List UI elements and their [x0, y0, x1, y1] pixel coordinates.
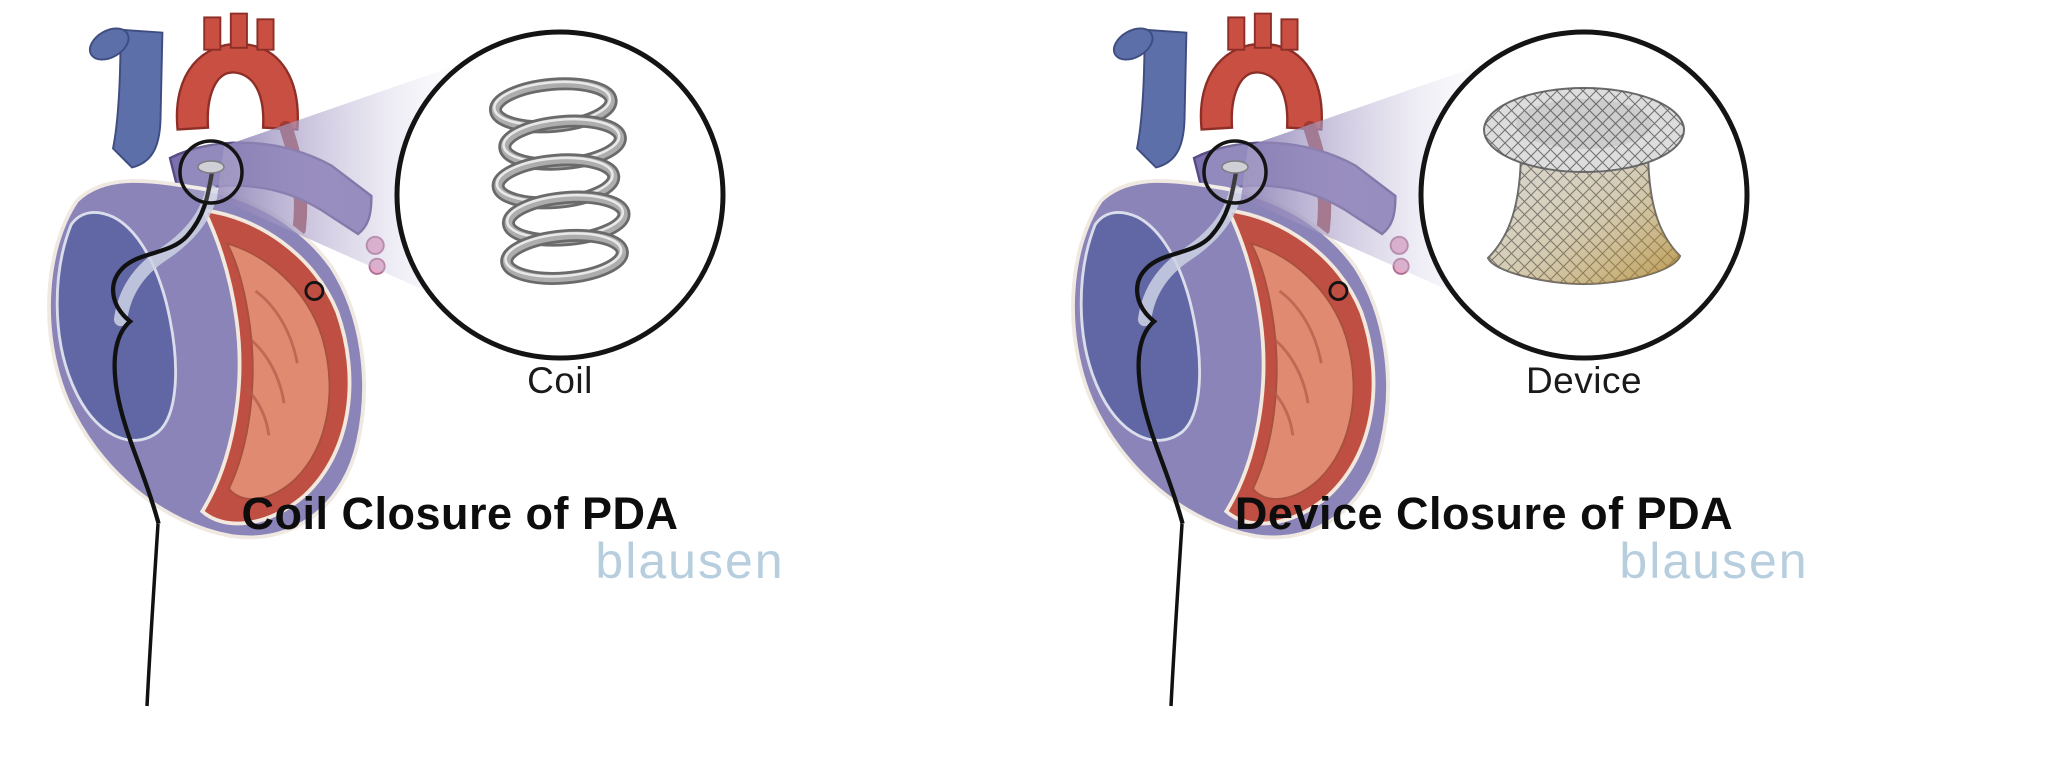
- callout-label-device: Device: [1525, 360, 1643, 401]
- panel-device: Device Device Closure of PDA blausen: [1024, 0, 2048, 776]
- device-panel-illustration: [1024, 0, 1750, 707]
- pda-site-device-glint: [1221, 160, 1249, 174]
- brand-watermark: blausen: [595, 533, 785, 589]
- callout-label-coil: Coil: [527, 360, 593, 401]
- device-art: [1483, 87, 1685, 286]
- panel-caption-coil: Coil Closure of PDA: [241, 488, 679, 539]
- panel-caption-device: Device Closure of PDA: [1234, 488, 1734, 539]
- pda-site-coil-glint: [197, 160, 225, 174]
- catheter-tail-line: [145, 523, 160, 707]
- heart-illustration: [49, 14, 385, 538]
- coil-panel-illustration: [0, 0, 726, 707]
- panel-coil: Coil Coil Closure of PDA blausen: [0, 0, 785, 707]
- brand-watermark: blausen: [1619, 533, 1809, 589]
- catheter-tail-line: [1169, 523, 1184, 707]
- heart-illustration: [1073, 14, 1409, 538]
